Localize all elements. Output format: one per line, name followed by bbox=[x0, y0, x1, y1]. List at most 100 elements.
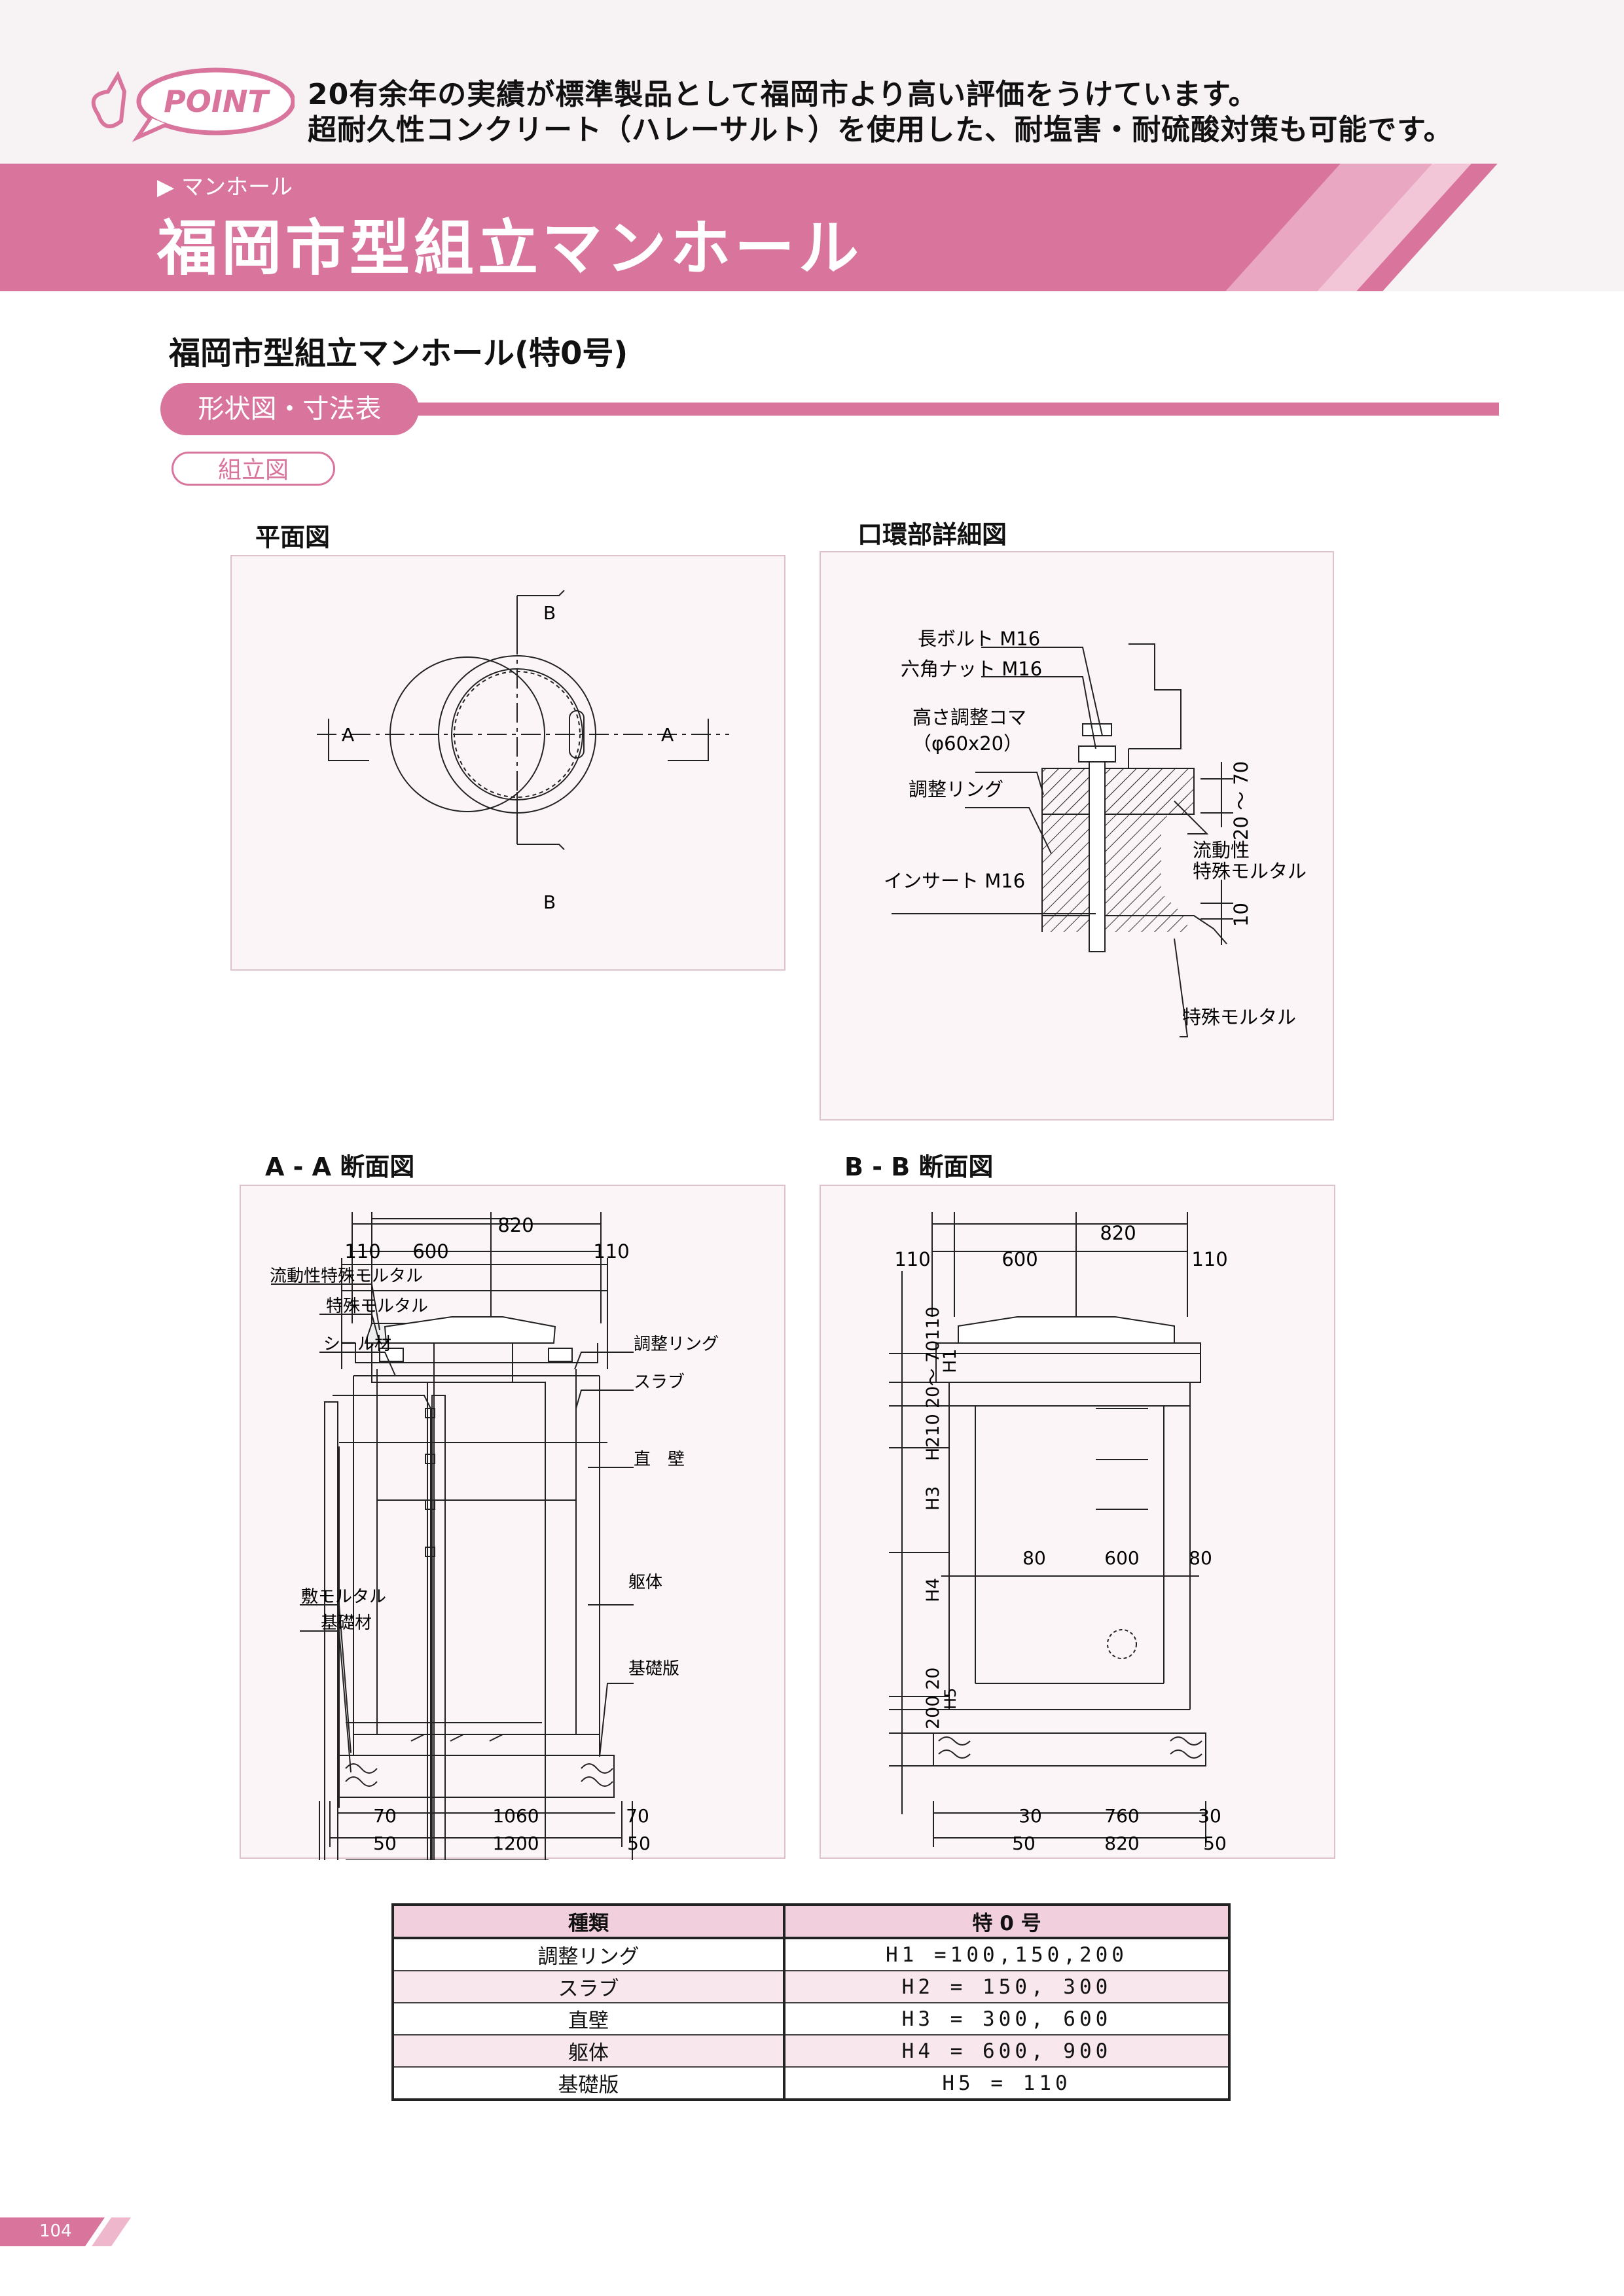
ring-detail-title: 口環部詳細図 bbox=[857, 520, 1007, 549]
plan-b-bottom: B bbox=[543, 891, 556, 913]
table-header-row: 種類 特 0 号 bbox=[392, 1904, 1230, 1939]
point-line-1: 20有余年の実績が標準製品として福岡市より高い評価をうけています。 bbox=[308, 78, 1258, 111]
label-fluid-mortar-2: 特殊モルタル bbox=[1193, 860, 1307, 882]
aa-dim-b2-right: 50 bbox=[627, 1833, 651, 1854]
aa-label-slab: スラブ bbox=[634, 1372, 685, 1392]
section-bb-title: B - B 断面図 bbox=[844, 1153, 994, 1181]
bb-dim-h5: H5 bbox=[941, 1688, 960, 1710]
plan-view-panel: B B A A bbox=[230, 555, 785, 971]
bb-dim-b2-right: 50 bbox=[1203, 1833, 1227, 1854]
point-line-2: 超耐久性コンクリート（ハレーサルト）を使用した、耐塩害・耐硫酸対策も可能です。 bbox=[308, 113, 1453, 147]
page-title: 福岡市型組立マンホール bbox=[157, 213, 863, 283]
aa-dim-b1-left: 70 bbox=[373, 1805, 397, 1827]
table-header-type: 種類 bbox=[392, 1904, 785, 1939]
page-number-tab bbox=[0, 2217, 131, 2246]
aa-label-bed-mortar: 敷モルタル bbox=[301, 1587, 386, 1607]
label-long-bolt: 長ボルト M16 bbox=[918, 628, 1040, 650]
subtitle: 福岡市型組立マンホール(特0号) bbox=[169, 335, 628, 372]
bb-dim-b2-mid: 820 bbox=[1104, 1833, 1139, 1854]
bb-dim-v-upper: 20～ 70110 bbox=[923, 1306, 943, 1408]
bb-dim-top-left: 110 bbox=[894, 1248, 930, 1270]
bb-dim-top-right: 110 bbox=[1191, 1248, 1227, 1270]
bb-dim-h4: H4 bbox=[923, 1578, 943, 1602]
table-row: 調整リング H1 =100,150,200 bbox=[392, 1937, 1230, 1971]
aa-dim-b1-right: 70 bbox=[626, 1805, 649, 1827]
table-cell-type: 直壁 bbox=[392, 2002, 785, 2036]
aa-dim-top-left: 110 bbox=[344, 1240, 380, 1263]
bb-dim-h1: H1 bbox=[940, 1349, 960, 1373]
section-bb-drawing: 820 110 600 110 20～ 70110 H1 H210 H3 H4 … bbox=[889, 1212, 1228, 1880]
aa-label-adjust-ring: 調整リング bbox=[634, 1335, 719, 1354]
aa-label-seal: シール材 bbox=[323, 1335, 391, 1354]
bb-dim-mid-left: 80 bbox=[1022, 1547, 1046, 1569]
table-row: 直壁 H3 = 300, 600 bbox=[392, 2002, 1230, 2036]
point-badge-text: POINT bbox=[164, 84, 270, 119]
label-height-piece-size: （φ60x20） bbox=[912, 732, 1022, 755]
plan-b-top: B bbox=[543, 602, 556, 624]
title-band bbox=[0, 164, 1624, 291]
label-insert: インサート M16 bbox=[884, 870, 1025, 892]
aa-label-body: 躯体 bbox=[628, 1573, 662, 1592]
plan-a-left: A bbox=[342, 724, 354, 745]
aa-dim-top-right: 110 bbox=[593, 1240, 629, 1263]
label-hex-nut: 六角ナット M16 bbox=[901, 658, 1042, 680]
point-badge-icon: POINT bbox=[91, 67, 295, 142]
bb-dim-top-mid: 600 bbox=[1001, 1248, 1038, 1270]
aa-dim-top-mid: 600 bbox=[412, 1240, 448, 1263]
bb-dim-b3: 920 bbox=[1104, 1859, 1139, 1860]
aa-dim-top-total: 820 bbox=[497, 1214, 533, 1236]
bb-dim-h3: H3 bbox=[923, 1486, 943, 1511]
bb-dim-mid-mid: 600 bbox=[1104, 1547, 1139, 1569]
aa-dim-b1-mid: 1060 bbox=[492, 1805, 539, 1827]
table-cell-type: 調整リング bbox=[392, 1937, 785, 1971]
bb-dim-mid-right: 80 bbox=[1189, 1547, 1212, 1569]
table-cell-type: 躯体 bbox=[392, 2034, 785, 2068]
dim-20-70: 20 ～ 70 bbox=[1230, 761, 1252, 840]
aa-dim-b2-left: 50 bbox=[373, 1833, 397, 1854]
triangle-right-icon: ▶ bbox=[157, 174, 181, 200]
ring-detail-drawing: 長ボルト M16 六角ナット M16 高さ調整コマ （φ60x20） 調整リング… bbox=[884, 628, 1307, 1037]
plan-view-drawing: B B A A bbox=[317, 590, 729, 913]
section-label: 形状図・寸法表 bbox=[160, 383, 419, 435]
bb-dim-h2: H210 bbox=[923, 1414, 943, 1461]
table-header-spec: 特 0 号 bbox=[783, 1904, 1230, 1939]
label-special-mortar: 特殊モルタル bbox=[1182, 1006, 1296, 1028]
table-cell-value: H2 = 150, 300 bbox=[783, 1970, 1230, 2003]
plan-a-right: A bbox=[661, 724, 674, 745]
aa-label-base-plate: 基礎版 bbox=[628, 1659, 679, 1679]
label-fluid-mortar-1: 流動性 bbox=[1193, 839, 1250, 861]
table-row: スラブ H2 = 150, 300 bbox=[392, 1970, 1230, 2003]
aa-label-wall: 直 壁 bbox=[634, 1450, 685, 1469]
table-cell-type: 基礎版 bbox=[392, 2066, 785, 2100]
breadcrumb: ▶ マンホール bbox=[157, 174, 293, 200]
bb-dim-b1-left: 30 bbox=[1019, 1805, 1042, 1827]
bb-dim-v-lower: 200 20 bbox=[923, 1668, 943, 1729]
section-aa-drawing: 820 110 600 110 流動性特殊モルタル 特殊モルタル シール材 調整… bbox=[270, 1212, 719, 2142]
table-cell-value: H3 = 300, 600 bbox=[783, 2002, 1230, 2036]
table-cell-type: スラブ bbox=[392, 1970, 785, 2003]
aa-label-special-mortar: 特殊モルタル bbox=[326, 1297, 428, 1316]
aa-dim-b2-mid: 1200 bbox=[492, 1833, 539, 1854]
aa-label-foundation-material: 基礎材 bbox=[321, 1613, 372, 1633]
table-row: 躯体 H4 = 600, 900 bbox=[392, 2034, 1230, 2068]
table-cell-value: H1 =100,150,200 bbox=[783, 1937, 1230, 1971]
section-aa-title: A - A 断面図 bbox=[265, 1153, 415, 1181]
section-bb-panel: 820 110 600 110 20～ 70110 H1 H210 H3 H4 … bbox=[820, 1185, 1335, 1880]
dim-10: 10 bbox=[1230, 903, 1252, 927]
section-bar bbox=[164, 403, 1499, 416]
label-adjust-ring: 調整リング bbox=[909, 778, 1003, 800]
aa-label-fluid-special-mortar: 流動性特殊モルタル bbox=[270, 1266, 423, 1286]
bb-dim-b1-right: 30 bbox=[1198, 1805, 1221, 1827]
bb-dim-b1-mid: 760 bbox=[1104, 1805, 1139, 1827]
plan-view-title: 平面図 bbox=[255, 523, 331, 552]
table-cell-value: H4 = 600, 900 bbox=[783, 2034, 1230, 2068]
table-row: 基礎版 H5 = 110 bbox=[392, 2066, 1230, 2100]
page-number: 104 bbox=[39, 2221, 72, 2241]
assembly-label: 組立図 bbox=[171, 452, 335, 486]
ring-detail-panel: 長ボルト M16 六角ナット M16 高さ調整コマ （φ60x20） 調整リング… bbox=[820, 551, 1334, 1121]
section-aa-panel: 820 110 600 110 流動性特殊モルタル 特殊モルタル シール材 調整… bbox=[240, 1185, 785, 2142]
aa-dim-b3: 1300 bbox=[492, 1859, 539, 1860]
label-height-piece: 高さ調整コマ bbox=[912, 706, 1026, 728]
table-cell-value: H5 = 110 bbox=[783, 2066, 1230, 2100]
bb-dim-b2-left: 50 bbox=[1012, 1833, 1036, 1854]
